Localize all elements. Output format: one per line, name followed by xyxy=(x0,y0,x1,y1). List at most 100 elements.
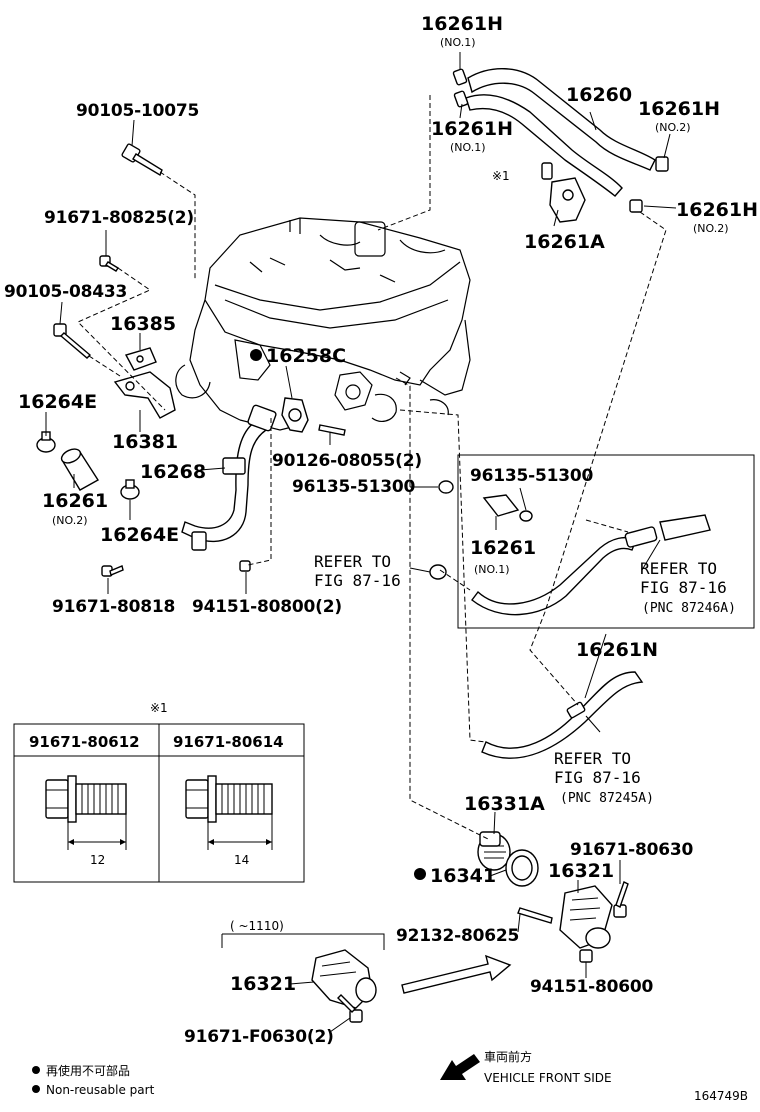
refer-line-2: FIG 87-16 xyxy=(314,571,401,590)
part-number: 16381 xyxy=(112,431,178,453)
part-number: 16385 xyxy=(110,313,176,335)
bracket-16261A xyxy=(541,162,586,223)
callout-16261H-top: 16261H (NO.1) xyxy=(421,13,503,49)
part-number: 16264E xyxy=(100,524,179,546)
hose-16261N xyxy=(481,671,644,759)
nut-94151-80800 xyxy=(239,560,251,572)
part-number: 91671-80825(2) xyxy=(44,208,194,228)
bolt-91671-80818 xyxy=(101,565,124,577)
callout-16261H-no2-b: 16261H (NO.2) xyxy=(676,199,758,235)
refer-line-1: REFER TO xyxy=(640,559,717,578)
callout-91671-80825: 91671-80825(2) xyxy=(44,208,194,228)
refer-line-3: (PNC 87245A) xyxy=(560,791,654,806)
callout-asterisk-1: ※1 xyxy=(492,169,510,183)
callout-96135-51300-a: 96135-51300 xyxy=(292,477,416,497)
gasket-16341 xyxy=(505,849,539,887)
part-number: 16264E xyxy=(18,391,97,413)
callout-16261-no2: 16261 (NO.2) xyxy=(42,490,108,527)
callout-94151-80600: 94151-80600 xyxy=(530,977,654,997)
legend: 再使用不可部品 Non-reusable part xyxy=(32,1063,155,1097)
part-number: 16261H xyxy=(421,13,503,35)
housing-16321-right xyxy=(559,885,613,949)
production-range: ( ~1110) xyxy=(230,919,284,933)
callout-91671-80818: 91671-80818 xyxy=(52,597,175,617)
part-number: 96135-51300 xyxy=(470,466,594,486)
hose-16261-no1 xyxy=(482,494,520,517)
thermostat-16331A xyxy=(477,831,511,871)
legend-text-jp: 再使用不可部品 xyxy=(46,1063,130,1078)
refer-line-1: REFER TO xyxy=(314,552,391,571)
nut-94151-80600 xyxy=(579,949,593,963)
table-header-col1: 91671-80612 xyxy=(29,733,140,751)
part-number: 91671-80818 xyxy=(52,597,175,617)
engine-block-illustration xyxy=(175,217,471,431)
heater-hose-16260 xyxy=(452,68,669,213)
part-sub: (NO.2) xyxy=(52,514,88,527)
part-number: 16261H xyxy=(431,118,513,140)
bolt-12-illustration xyxy=(45,775,127,850)
callout-96135-51300-b: 96135-51300 xyxy=(470,466,594,486)
stud-92132-80625 xyxy=(517,907,553,924)
callout-16321-right: 16321 xyxy=(548,860,614,882)
part-number: 91671-F0630(2) xyxy=(184,1027,334,1047)
part-number: 16331A xyxy=(464,793,545,815)
part-number: 96135-51300 xyxy=(292,477,416,497)
callout-16331A: 16331A xyxy=(464,793,545,815)
part-number: 16261H xyxy=(676,199,758,221)
part-sub: (NO.2) xyxy=(693,222,729,235)
part-number: 16261N xyxy=(576,639,658,661)
inset-box xyxy=(457,454,755,629)
part-number: 94151-80800(2) xyxy=(192,597,342,617)
callout-16260: 16260 xyxy=(566,84,632,106)
refer-left: REFER TO FIG 87-16 xyxy=(314,552,401,590)
supersession-arrow xyxy=(401,954,512,994)
part-number: 16341 xyxy=(430,865,496,887)
part-sub: (NO.1) xyxy=(440,36,476,49)
refer-bottom: REFER TO FIG 87-16 (PNC 87245A) xyxy=(554,749,654,806)
legend-dot-jp xyxy=(32,1066,40,1074)
part-sub: (NO.1) xyxy=(450,141,486,154)
legend-dot-en xyxy=(32,1085,40,1093)
refer-line-2: FIG 87-16 xyxy=(554,768,641,787)
direction-en: VEHICLE FRONT SIDE xyxy=(484,1071,612,1085)
table-header-col2: 91671-80614 xyxy=(173,733,284,751)
legend-text-en: Non-reusable part xyxy=(46,1083,155,1097)
bolt-91671-80825 xyxy=(99,255,119,272)
bracket-16385 xyxy=(124,347,157,371)
part-number: 16321 xyxy=(230,973,296,995)
part-number: 91671-80630 xyxy=(570,840,694,860)
callout-92132-80625: 92132-80625 xyxy=(396,926,519,946)
callout-16264E-upper: 16264E xyxy=(18,391,97,413)
bolt-90105-08433 xyxy=(53,323,92,359)
clamp-96135-51300-b xyxy=(519,510,533,522)
callout-16258C: 16258C xyxy=(250,345,346,367)
part-number: 90105-10075 xyxy=(76,101,199,121)
callout-90126-08055: 90126-08055(2) xyxy=(272,451,422,471)
stud-90126-08055 xyxy=(318,424,346,436)
callout-16268: 16268 xyxy=(140,461,206,483)
callout-16264E-lower: 16264E xyxy=(100,524,179,546)
callout-16385: 16385 xyxy=(110,313,176,335)
part-sub: (NO.1) xyxy=(474,563,510,576)
water-pipe-16268 xyxy=(181,404,277,551)
part-number: 16261A xyxy=(524,231,605,253)
dashed-leaders xyxy=(77,95,667,841)
housing-16321-left xyxy=(311,949,377,1009)
asterisk-note: ※1 xyxy=(492,169,510,183)
refer-line-3: (PNC 87246A) xyxy=(642,601,736,616)
part-number: 16261 xyxy=(42,490,108,512)
vehicle-front-direction: 車両前方 VEHICLE FRONT SIDE xyxy=(440,1049,612,1085)
bolt-91671-F0630 xyxy=(337,994,363,1023)
refer-line-1: REFER TO xyxy=(554,749,631,768)
callout-90105-10075: 90105-10075 xyxy=(76,101,199,121)
refer-right: REFER TO FIG 87-16 (PNC 87246A) xyxy=(640,559,736,616)
part-number: 16260 xyxy=(566,84,632,106)
bolt-dimension-1: 12 xyxy=(90,853,105,867)
non-reusable-dot xyxy=(414,868,426,880)
bolt-90105-10075 xyxy=(121,143,163,177)
callout-91671-80630: 91671-80630 xyxy=(570,840,694,860)
part-number: 92132-80625 xyxy=(396,926,519,946)
part-number: 16258C xyxy=(266,345,346,367)
part-number: 90105-08433 xyxy=(4,282,127,302)
non-reusable-dot xyxy=(250,349,262,361)
